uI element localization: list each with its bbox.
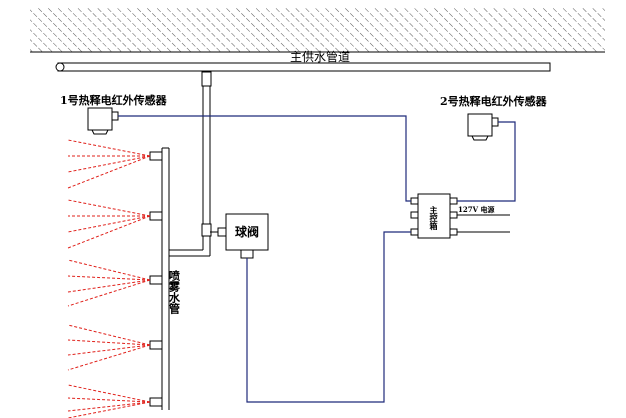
sensor-1: 1号热释电红外传感器 bbox=[60, 93, 168, 135]
wire-controller-to-valve bbox=[246, 231, 411, 403]
signal-wires bbox=[118, 115, 516, 403]
spray-fan bbox=[67, 199, 151, 249]
nozzle bbox=[149, 211, 163, 221]
sensor2-label: 2号热释电红外传感器 bbox=[440, 94, 548, 108]
branch-pipe bbox=[169, 71, 212, 257]
nozzles bbox=[149, 151, 163, 407]
nozzle bbox=[149, 151, 163, 161]
ceiling bbox=[30, 8, 605, 53]
sensor1-label: 1号热释电红外传感器 bbox=[60, 93, 168, 107]
controller-label: 主控箱 bbox=[429, 205, 439, 231]
spray-manifold: 喷雾水管 bbox=[161, 147, 182, 410]
spray-fan bbox=[67, 324, 151, 371]
spray-fan bbox=[67, 384, 151, 418]
main-supply-pipe: 主供水管道 bbox=[55, 49, 551, 72]
wire-sensor1-to-controller bbox=[118, 115, 411, 202]
sensor-2: 2号热释电红外传感器 bbox=[440, 94, 548, 141]
ball-valve-label: 球阀 bbox=[235, 224, 259, 239]
nozzle bbox=[149, 275, 163, 285]
spray-pipe-label: 喷雾水管 bbox=[168, 269, 182, 315]
ball-valve: 球阀 bbox=[210, 213, 269, 259]
spray-fan bbox=[67, 139, 151, 189]
power-label: 127V 电源 bbox=[458, 205, 494, 214]
nozzle bbox=[149, 397, 163, 407]
spray-fan bbox=[67, 259, 151, 307]
wire-sensor2-to-controller bbox=[457, 121, 516, 202]
nozzle bbox=[149, 340, 163, 350]
main-pipe-label: 主供水管道 bbox=[290, 49, 350, 64]
spray-fans bbox=[67, 139, 151, 418]
control-box: 主控箱 127V 电源 bbox=[410, 193, 510, 239]
